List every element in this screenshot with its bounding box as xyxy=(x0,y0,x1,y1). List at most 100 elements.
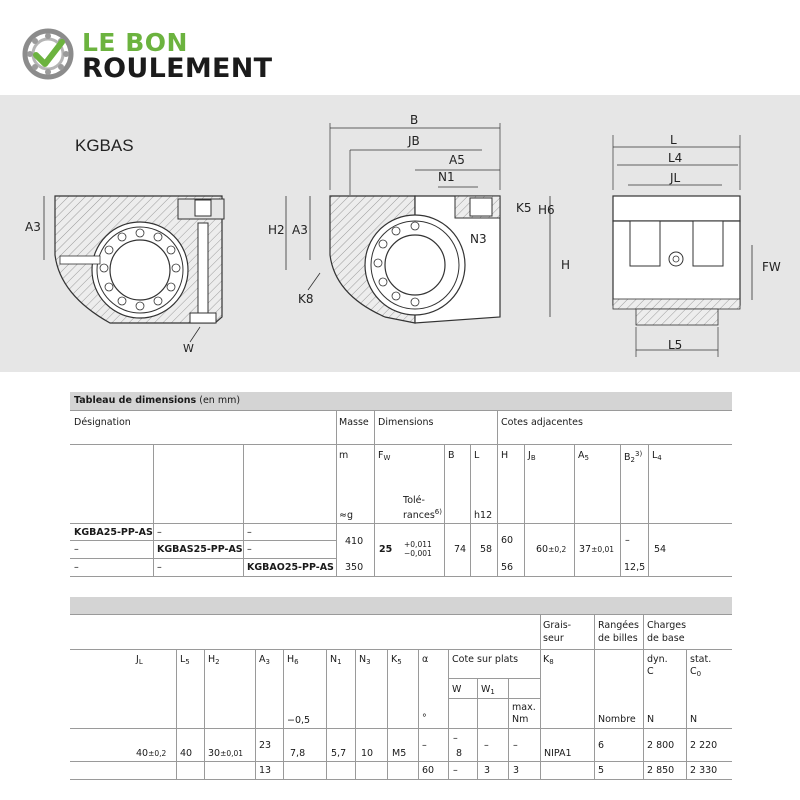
label-fw: FW xyxy=(762,260,781,274)
row1-d2: – xyxy=(157,527,162,538)
val-w-bottom: – xyxy=(453,765,458,776)
val-m-top: 410 xyxy=(345,536,364,547)
val-dyn-top: 2 800 xyxy=(647,740,675,751)
label-jl: JL xyxy=(669,171,681,185)
row2-d3: – xyxy=(247,544,252,555)
val-fw: 25 xyxy=(379,544,393,555)
brand-line2: ROULEMENT xyxy=(82,53,273,84)
row1-d1: KGBA25-PP-AS xyxy=(74,527,153,538)
val-n3: 10 xyxy=(361,748,374,759)
label-h2: H2 xyxy=(268,223,285,237)
val-rows-bottom: 5 xyxy=(598,765,605,776)
val-b2-bottom: 12,5 xyxy=(624,562,646,573)
header-approx-g: ≈g xyxy=(339,510,353,521)
val-w-top1: – xyxy=(453,733,458,744)
technical-drawing: KGBAS A3 W xyxy=(0,95,800,372)
header-tol2: rances6) xyxy=(403,508,442,521)
header-h6-tol: −0,5 xyxy=(287,715,311,726)
label-a3-mid: A3 xyxy=(292,223,308,237)
header-graisseur1: Grais- xyxy=(543,620,572,631)
label-l: L xyxy=(670,133,677,147)
label-n1: N1 xyxy=(438,170,455,184)
header-n-unit: N xyxy=(647,714,655,725)
val-h-top: 60 xyxy=(501,535,514,546)
row3-d2: – xyxy=(157,562,162,573)
val-b2-top: – xyxy=(625,535,630,546)
header-graisseur2: seur xyxy=(543,633,564,644)
header-k5: K5 xyxy=(391,654,402,666)
header-designation: Désignation xyxy=(74,417,131,428)
label-k5: K5 xyxy=(516,201,532,215)
header-h12: h12 xyxy=(474,510,493,521)
val-w-top2: 8 xyxy=(456,748,463,759)
val-b: 74 xyxy=(454,544,467,555)
val-m-bottom: 350 xyxy=(345,562,364,573)
val-alpha-bottom: 60 xyxy=(422,765,435,776)
val-a3-bottom: 13 xyxy=(259,765,272,776)
val-w1-top: – xyxy=(484,740,489,751)
header-cotes: Cotes adjacentes xyxy=(501,417,583,428)
val-l: 58 xyxy=(480,544,493,555)
row2-d1: – xyxy=(74,544,79,555)
val-h6: 7,8 xyxy=(290,748,306,759)
header-max1: max. xyxy=(512,702,536,713)
header-dimensions: Dimensions xyxy=(378,417,434,428)
val-jb: 60±0,2 xyxy=(536,544,567,555)
header-jl: JL xyxy=(136,654,143,666)
label-jb: JB xyxy=(407,134,420,148)
table1-title: Tableau de dimensions (en mm) xyxy=(74,395,241,406)
brand-logo: LE BON ROULEMENT xyxy=(22,26,302,86)
val-k8: NIPA1 xyxy=(544,748,572,759)
header-alpha: α xyxy=(422,654,429,665)
val-a5: 37±0,01 xyxy=(579,544,615,555)
row3-d1: – xyxy=(74,562,79,573)
middle-view: B JB A5 N1 K5 H6 H N3 H2 A3 K8 xyxy=(268,113,570,324)
header-charges1: Charges xyxy=(647,620,687,631)
val-k5: M5 xyxy=(392,748,407,759)
val-l5: 40 xyxy=(180,748,193,759)
val-tol-plus: +0,011 xyxy=(404,540,432,549)
header-nombre: Nombre xyxy=(598,714,636,725)
label-l5: L5 xyxy=(668,338,682,352)
label-l4: L4 xyxy=(668,151,682,165)
header-max2: Nm xyxy=(512,714,529,725)
drawing-title: KGBAS xyxy=(75,136,134,155)
label-b: B xyxy=(410,113,418,127)
housing-drawing-svg: KGBAS A3 W xyxy=(25,113,781,357)
val-n1: 5,7 xyxy=(331,748,347,759)
row2-d2: KGBAS25-PP-AS xyxy=(157,544,243,555)
header-dyn1: dyn. xyxy=(647,654,668,665)
val-stat-bottom: 2 330 xyxy=(690,765,718,776)
label-k8: K8 xyxy=(298,292,314,306)
header-rangees2: de billes xyxy=(598,633,638,644)
val-stat-top: 2 220 xyxy=(690,740,718,751)
table1-title-bar xyxy=(70,392,732,410)
val-max-bottom: 3 xyxy=(513,765,520,776)
left-view: A3 W xyxy=(25,195,225,355)
header-charges2: de base xyxy=(647,633,685,644)
header-tol1: Tolé- xyxy=(403,495,425,506)
label-h: H xyxy=(561,258,570,272)
header-h2: H2 xyxy=(208,654,220,666)
label-a3-left: A3 xyxy=(25,220,41,234)
label-n3: N3 xyxy=(470,232,487,246)
row1-d3: – xyxy=(247,527,252,538)
val-dyn-bottom: 2 850 xyxy=(647,765,675,776)
bearing-check-icon xyxy=(22,28,74,80)
header-l4: L4 xyxy=(652,450,662,462)
label-a5: A5 xyxy=(449,153,465,167)
val-h2: 30±0,01 xyxy=(208,748,244,759)
header-a3: A3 xyxy=(259,654,270,666)
header-h: H xyxy=(501,450,509,461)
val-h-bottom: 56 xyxy=(501,562,514,573)
header-h6: H6 xyxy=(287,654,299,666)
val-rows-top: 6 xyxy=(598,740,605,751)
header-w1: W1 xyxy=(481,684,495,696)
header-k8: K8 xyxy=(543,654,554,666)
header-w: W xyxy=(452,684,462,695)
val-max-top: – xyxy=(513,740,518,751)
header-stat2: C0 xyxy=(690,666,702,678)
header-b: B xyxy=(448,450,455,461)
header-n-unit2: N xyxy=(690,714,698,725)
header-rangees1: Rangées xyxy=(598,620,639,631)
